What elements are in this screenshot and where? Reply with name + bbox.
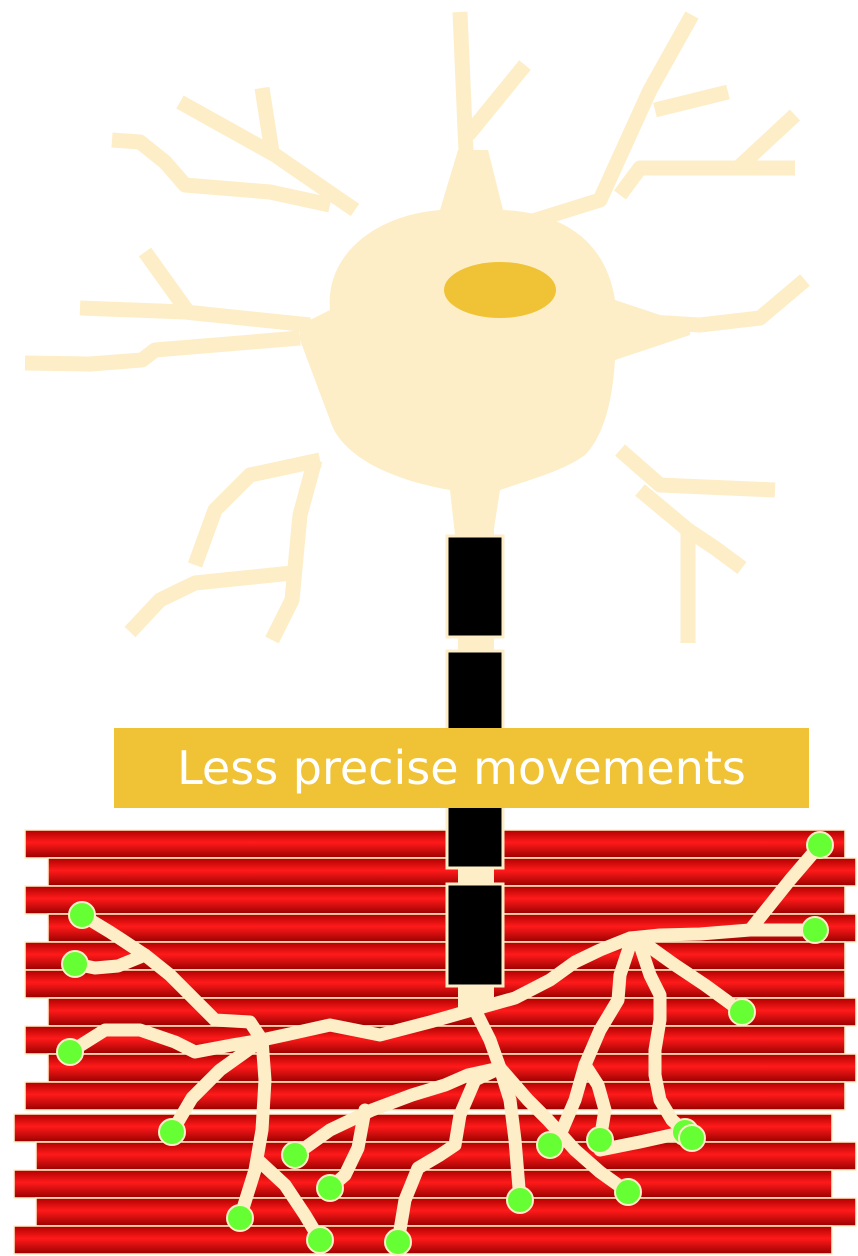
cell-body (300, 150, 690, 535)
neuromuscular-junction (227, 1205, 253, 1231)
neuromuscular-junction (57, 1039, 83, 1065)
caption-text: Less precise movements (177, 741, 746, 795)
neuromuscular-junction (802, 917, 828, 943)
neuromuscular-junction (307, 1227, 333, 1253)
muscle-fiber (14, 1226, 832, 1254)
neuromuscular-junction (615, 1179, 641, 1205)
caption-banner: Less precise movements (114, 728, 809, 808)
myelin-segment (447, 536, 503, 637)
neuromuscular-junction (62, 951, 88, 977)
neuromuscular-junction (317, 1175, 343, 1201)
neuromuscular-junction (729, 999, 755, 1025)
neuromuscular-junction (587, 1127, 613, 1153)
neuromuscular-junction (679, 1125, 705, 1151)
muscle-fiber (14, 1170, 832, 1198)
neuromuscular-junction (159, 1119, 185, 1145)
myelin-segment (447, 884, 503, 986)
neuromuscular-junction (282, 1142, 308, 1168)
muscle-fiber (14, 1114, 832, 1142)
muscle-fiber (25, 830, 845, 858)
muscle-fibers (14, 830, 856, 1254)
neuromuscular-junction (507, 1187, 533, 1213)
neuromuscular-junction (385, 1229, 411, 1255)
nucleus (444, 262, 556, 318)
neuromuscular-junction (69, 902, 95, 928)
neuromuscular-junction (537, 1132, 563, 1158)
muscle-fiber (25, 886, 845, 914)
myelin-segment (447, 802, 503, 868)
muscle-fiber (36, 1198, 856, 1226)
neuromuscular-junction (807, 832, 833, 858)
